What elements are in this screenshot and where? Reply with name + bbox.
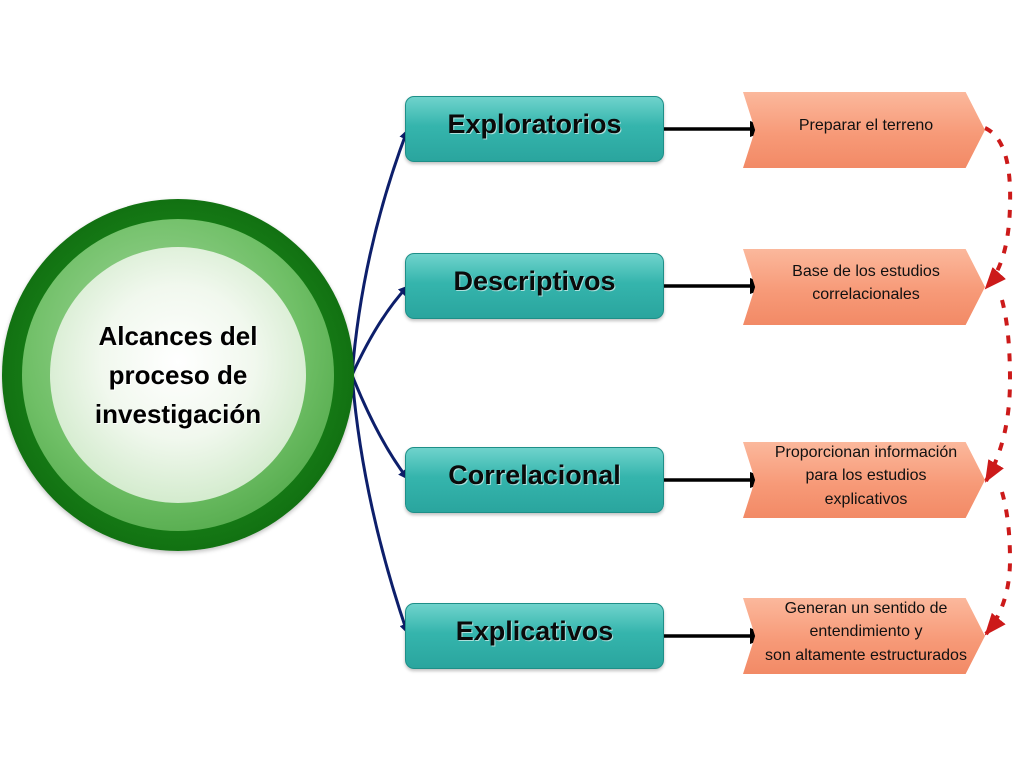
scope-box-explicativos: Explicativos — [405, 603, 664, 669]
scope-label-exploratorios: Exploratorios — [447, 108, 622, 139]
description-label-descriptivos: Base de los estudios correlacionales — [792, 262, 940, 303]
scope-label-explicativos: Explicativos — [455, 615, 614, 646]
description-label-explicativos: Generan un sentido de entendimiento y so… — [765, 600, 967, 664]
branch-arrow-descriptivos — [350, 285, 409, 376]
scope-label-descriptivos: Descriptivos — [453, 265, 616, 296]
central-node-core: Alcances del proceso de investigación — [50, 247, 306, 503]
scope-label-correlacional: Correlacional — [448, 459, 621, 490]
branch-arrow-exploratorios — [350, 129, 409, 376]
description-box-correlacional: Proporcionan información para los estudi… — [743, 442, 985, 518]
sequence-connector-2 — [984, 299, 1013, 483]
scope-box-descriptivos: Descriptivos — [405, 253, 664, 319]
central-node-ring: Alcances del proceso de investigación — [22, 219, 334, 531]
description-box-descriptivos: Base de los estudios correlacionales — [743, 249, 985, 325]
description-label-correlacional: Proporcionan información para los estudi… — [774, 444, 958, 508]
description-label-exploratorios: Preparar el terreno — [798, 117, 934, 135]
scope-box-correlacional: Correlacional — [405, 447, 664, 513]
sequence-connector-3 — [984, 491, 1013, 636]
central-node-label: Alcances del proceso de investigación — [94, 320, 262, 429]
branch-arrow-correlacional — [350, 374, 409, 480]
description-box-explicativos: Generan un sentido de entendimiento y so… — [743, 598, 985, 674]
description-box-exploratorios: Preparar el terreno — [743, 92, 985, 168]
central-node: Alcances del proceso de investigación — [2, 199, 354, 551]
sequence-connector-1 — [984, 126, 1013, 290]
scope-box-exploratorios: Exploratorios — [405, 96, 664, 162]
branch-arrow-explicativos — [350, 374, 410, 634]
